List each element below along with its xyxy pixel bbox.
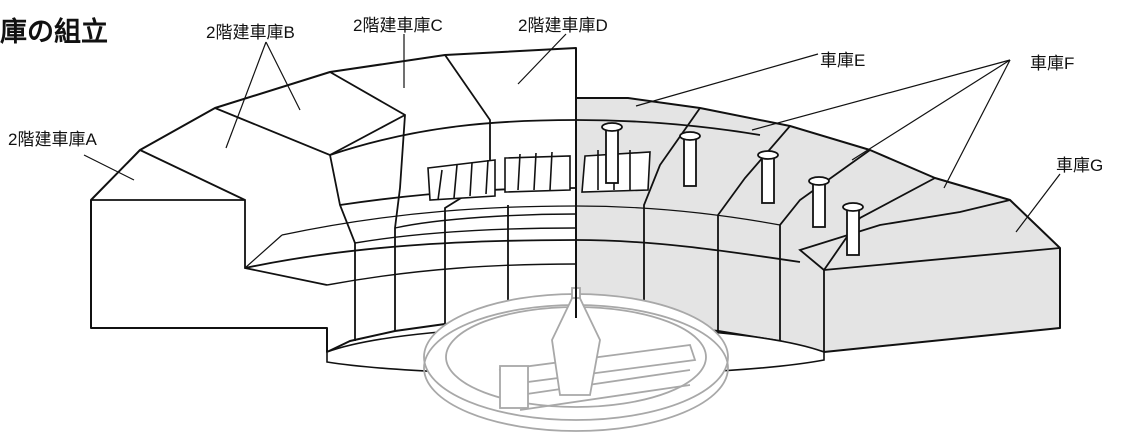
label-garage-b: 2階建車庫B [206, 23, 295, 42]
label-garage-d: 2階建車庫D [518, 16, 608, 35]
page-title: 庫の組立 [0, 17, 108, 48]
label-garage-f: 車庫F [1030, 54, 1075, 73]
left-cross-section-lines [326, 213, 577, 286]
leader-lines [83, 33, 1061, 233]
turntable [423, 287, 729, 432]
label-garage-e: 車庫E [820, 51, 866, 70]
label-garage-c: 2階建車庫C [353, 16, 443, 35]
left-bay-dividers [91, 54, 577, 341]
post-icons [601, 122, 864, 256]
rail-racks [427, 150, 651, 201]
label-garage-g: 車庫G [1056, 156, 1104, 175]
label-garage-a: 2階建車庫A [8, 130, 97, 149]
